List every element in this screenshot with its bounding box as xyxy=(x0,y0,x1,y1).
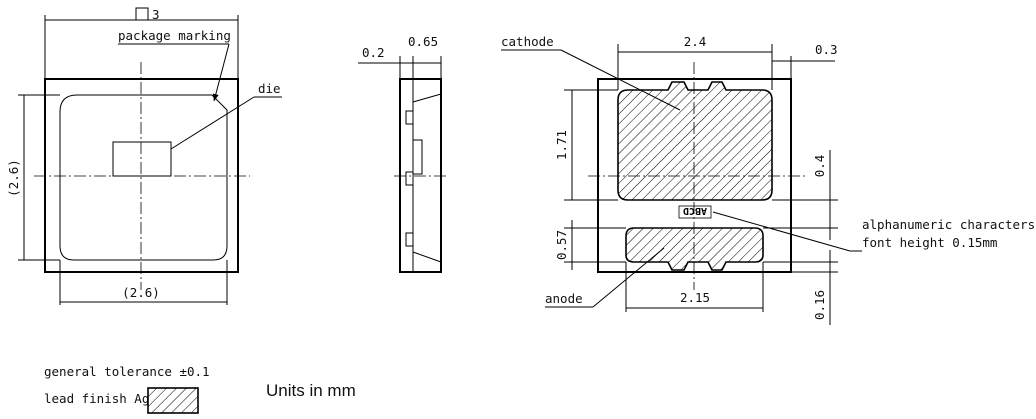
anode-pad xyxy=(625,227,764,271)
cathode-label: cathode xyxy=(501,34,554,49)
package-marking-label: package marking xyxy=(118,28,231,43)
cathode-height-label: 1.71 xyxy=(554,130,569,160)
anode-label: anode xyxy=(545,291,583,306)
cathode-leader xyxy=(560,49,681,111)
front-view: 3 package marking die (2.6) (2.6) xyxy=(6,7,282,305)
alnum-note-line1: alphanumeric characters xyxy=(862,217,1035,232)
die-outline xyxy=(112,141,172,177)
bottom-view: ABCD 2.4 0.3 cathode 1.71 0.57 0.4 xyxy=(501,34,1035,325)
side-dim-a: 0.2 xyxy=(362,45,385,60)
lens-outline xyxy=(59,94,228,261)
anode-leader xyxy=(592,247,665,308)
notes: general tolerance ±0.1 lead finish Ag Un… xyxy=(44,364,356,414)
cathode-pad xyxy=(617,81,773,201)
anode-height-label: 0.57 xyxy=(554,230,569,260)
package-marking-leader xyxy=(212,43,230,102)
lead-finish-note: lead finish Ag xyxy=(44,391,149,406)
alnum-note-line2: font height 0.15mm xyxy=(862,235,997,250)
bottom-outline xyxy=(597,78,792,273)
side-view: 0.2 0.65 xyxy=(358,34,447,273)
gap-label: 0.4 xyxy=(812,155,827,178)
tolerance-note: general tolerance ±0.1 xyxy=(44,364,210,379)
height-label: (2.6) xyxy=(6,159,21,197)
lead-finish-swatch xyxy=(147,387,199,414)
alnum-marking: ABCD xyxy=(683,205,707,216)
bottom-width-label: 2.4 xyxy=(684,34,707,49)
margin-label: 0.3 xyxy=(815,42,838,57)
square-symbol-icon xyxy=(135,7,149,21)
side-dim-b: 0.65 xyxy=(408,34,438,49)
width-label: (2.6) xyxy=(122,285,160,300)
anode-width-label: 2.15 xyxy=(680,290,710,305)
die-label: die xyxy=(258,81,281,96)
package-outline xyxy=(44,78,239,273)
bottom-margin-label: 0.16 xyxy=(812,290,827,320)
units-note: Units in mm xyxy=(266,381,356,400)
alnum-leader xyxy=(712,211,851,252)
package-size-label: 3 xyxy=(152,7,160,22)
side-outline xyxy=(399,78,442,273)
die-leader xyxy=(170,96,255,150)
